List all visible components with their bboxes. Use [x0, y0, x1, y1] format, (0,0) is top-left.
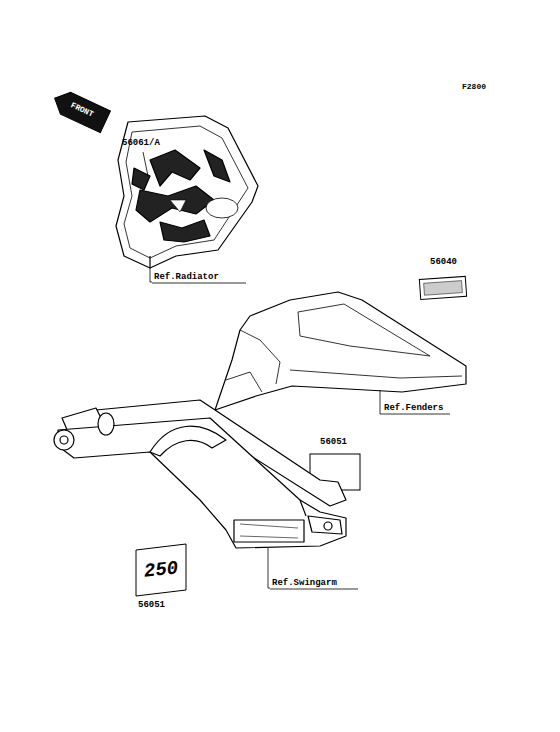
reference-label: Ref.Fenders — [384, 403, 443, 414]
swingarm — [54, 400, 346, 548]
reference-label: Ref.Radiator — [154, 272, 219, 283]
radiator-shroud — [116, 116, 258, 268]
decal-250 — [136, 544, 186, 596]
reference-label: Ref.Swingarm — [272, 578, 337, 589]
decal-text: 250 — [143, 557, 179, 583]
rear-fender — [215, 292, 466, 410]
callout-number: 56051 — [320, 437, 347, 448]
callout-number: 56051 — [138, 600, 165, 611]
callout-number: 56040 — [430, 257, 457, 268]
figure-code: F2800 — [462, 82, 486, 92]
direction-label: FRONT — [69, 100, 95, 119]
front-arrow — [50, 87, 111, 132]
decal-56040 — [419, 276, 466, 299]
callout-number: 56061/A — [122, 138, 160, 149]
